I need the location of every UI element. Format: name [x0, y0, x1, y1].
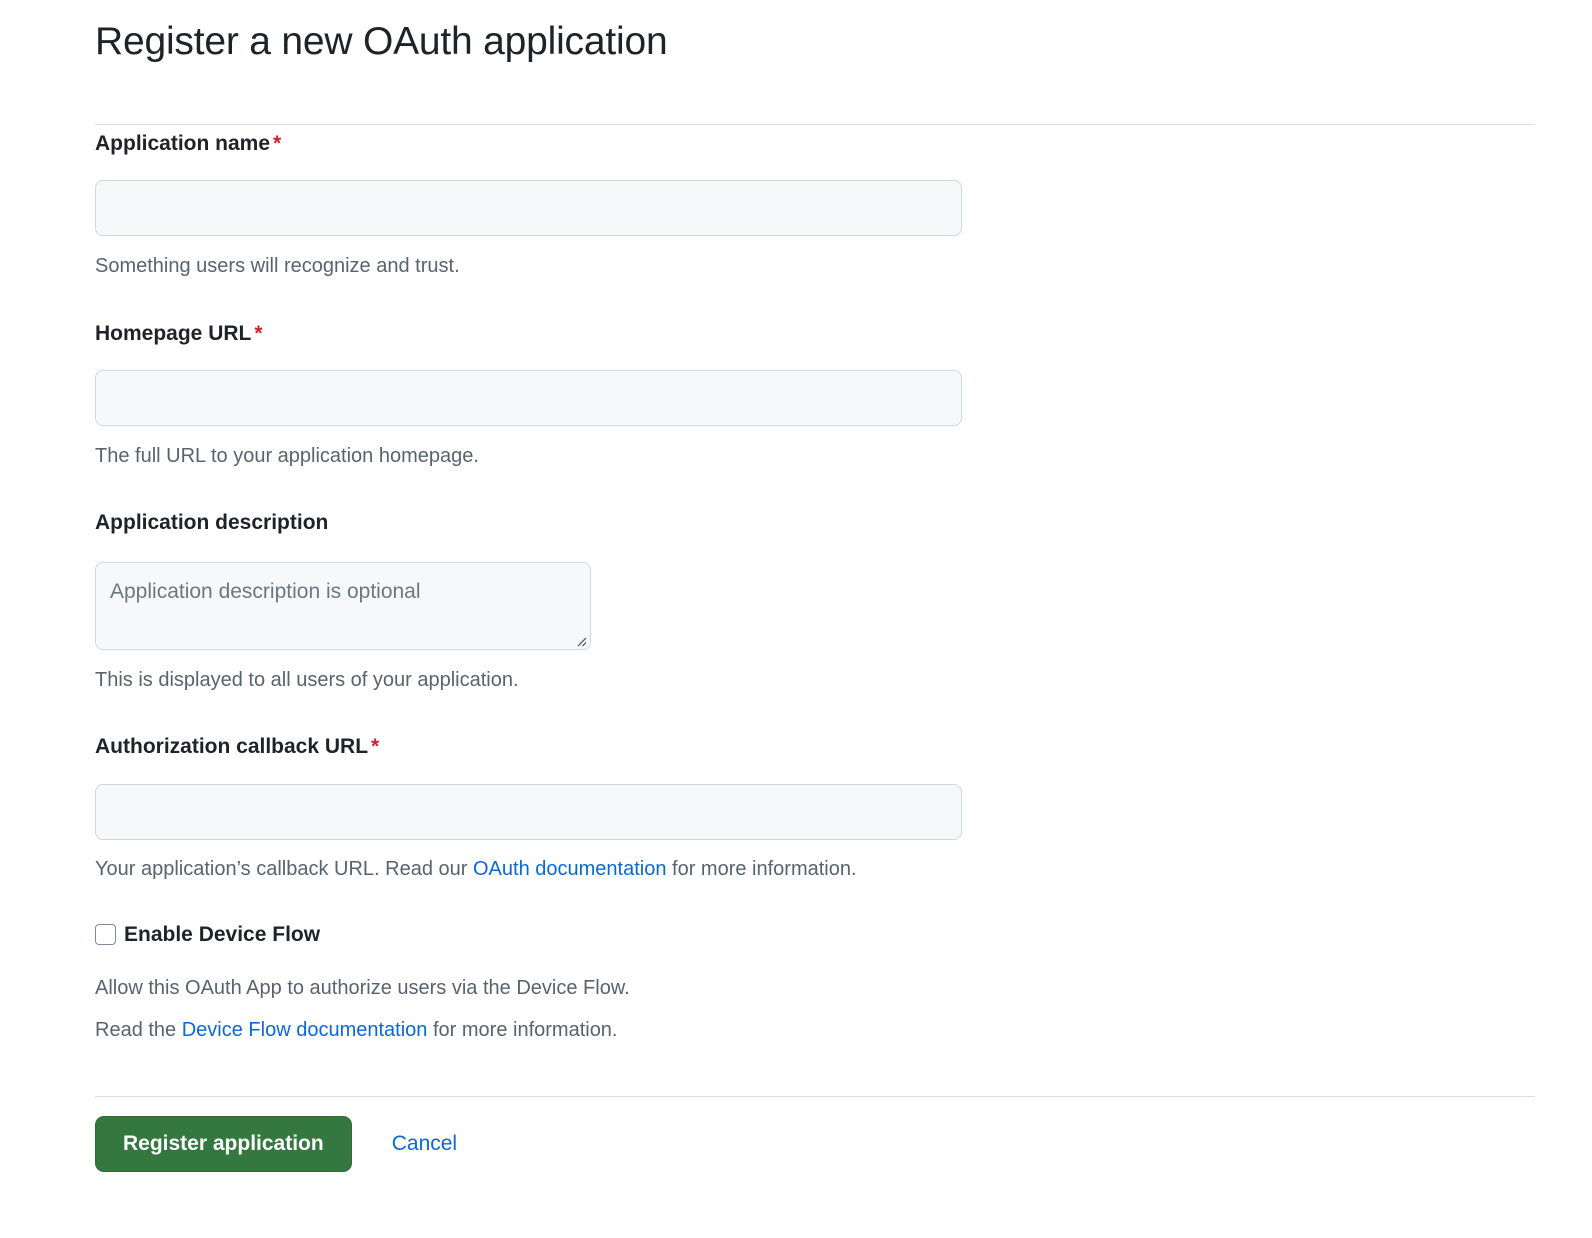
header-divider [95, 124, 1535, 125]
enable-device-flow-checkbox[interactable] [95, 924, 116, 945]
application-description-label: Application description [95, 511, 329, 534]
footer-divider [95, 1096, 1535, 1097]
cancel-link[interactable]: Cancel [391, 1132, 458, 1155]
enable-device-flow-row[interactable]: Enable Device Flow [95, 924, 320, 945]
device-flow-help-line-2: Read the Device Flow documentation for m… [95, 1017, 618, 1044]
callback-help-text-after: for more information. [666, 858, 857, 880]
required-asterisk: * [273, 132, 282, 155]
homepage-url-input[interactable] [95, 370, 962, 426]
device-flow-documentation-link[interactable]: Device Flow documentation [181, 1019, 428, 1041]
device-flow-help-after: for more information. [427, 1019, 618, 1041]
page-title: Register a new OAuth application [95, 20, 668, 63]
homepage-url-help: The full URL to your application homepag… [95, 445, 479, 467]
application-description-textarea[interactable] [95, 562, 591, 650]
required-asterisk: * [254, 322, 263, 345]
enable-device-flow-label[interactable]: Enable Device Flow [124, 923, 321, 946]
authorization-callback-url-label: Authorization callback URL* [95, 735, 380, 758]
field-homepage-url: Homepage URL* [95, 321, 263, 346]
callback-help-text-before: Your application’s callback URL. Read ou… [95, 858, 473, 880]
application-description-help: This is displayed to all users of your a… [95, 669, 519, 691]
device-flow-help-line-1: Allow this OAuth App to authorize users … [95, 977, 630, 999]
form-actions: Register application Cancel [95, 1116, 457, 1172]
field-application-description: Application description [95, 510, 331, 535]
field-application-name: Application name* [95, 131, 281, 156]
application-description-textarea-wrap [95, 562, 591, 650]
authorization-callback-url-input[interactable] [95, 784, 962, 840]
application-name-input[interactable] [95, 180, 962, 236]
homepage-url-label: Homepage URL* [95, 322, 263, 345]
oauth-documentation-link[interactable]: OAuth documentation [473, 858, 667, 880]
device-flow-help-before: Read the [95, 1019, 182, 1041]
application-name-help: Something users will recognize and trust… [95, 255, 460, 277]
authorization-callback-url-help: Your application’s callback URL. Read ou… [95, 856, 857, 883]
register-application-button[interactable]: Register application [95, 1116, 352, 1172]
application-name-label: Application name* [95, 132, 282, 155]
field-authorization-callback-url: Authorization callback URL* [95, 734, 379, 759]
required-asterisk: * [371, 735, 380, 758]
